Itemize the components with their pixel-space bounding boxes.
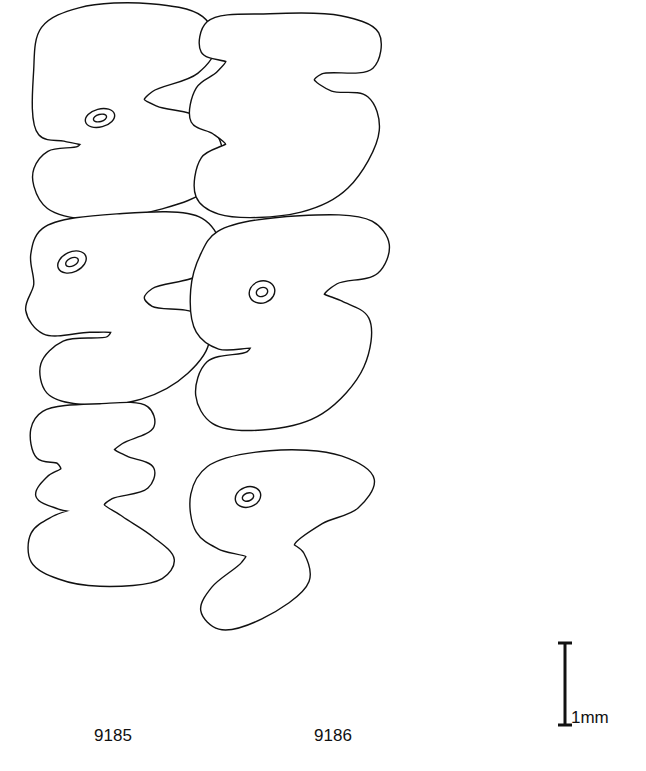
enamel-outer	[195, 219, 386, 426]
enamel-inner	[194, 17, 377, 213]
molar-outline	[30, 216, 215, 401]
enamel-inner	[194, 454, 370, 626]
enamel-islet	[246, 277, 278, 307]
islet-outer	[246, 277, 278, 307]
scale-label: 1mm	[571, 709, 609, 726]
enamel-islet	[54, 247, 90, 278]
molar-outline	[194, 454, 370, 626]
enamel-outer	[194, 17, 377, 213]
enamel-outer	[194, 454, 370, 626]
islet-inner	[241, 491, 255, 503]
specimen-number: 9185	[94, 727, 132, 744]
islet-outer	[54, 247, 90, 278]
specimen-number: 9186	[314, 727, 352, 744]
molar-outlines	[30, 7, 385, 626]
enamel-inner	[32, 407, 170, 582]
islet-inner	[93, 113, 108, 123]
islet-outer	[83, 105, 117, 130]
enamel-islet	[83, 105, 117, 130]
enamel-inner	[195, 219, 386, 426]
islet-inner	[255, 286, 269, 298]
molar-outline	[32, 407, 170, 582]
scale-bar	[558, 643, 572, 725]
islet-inner	[64, 256, 80, 269]
molar-outline	[195, 219, 386, 426]
enamel-inner	[30, 216, 215, 401]
enamel-outer	[32, 407, 170, 582]
islet-outer	[232, 483, 263, 511]
enamel-outer	[30, 216, 215, 401]
molar-outline	[194, 17, 377, 213]
enamel-islet	[232, 483, 263, 511]
